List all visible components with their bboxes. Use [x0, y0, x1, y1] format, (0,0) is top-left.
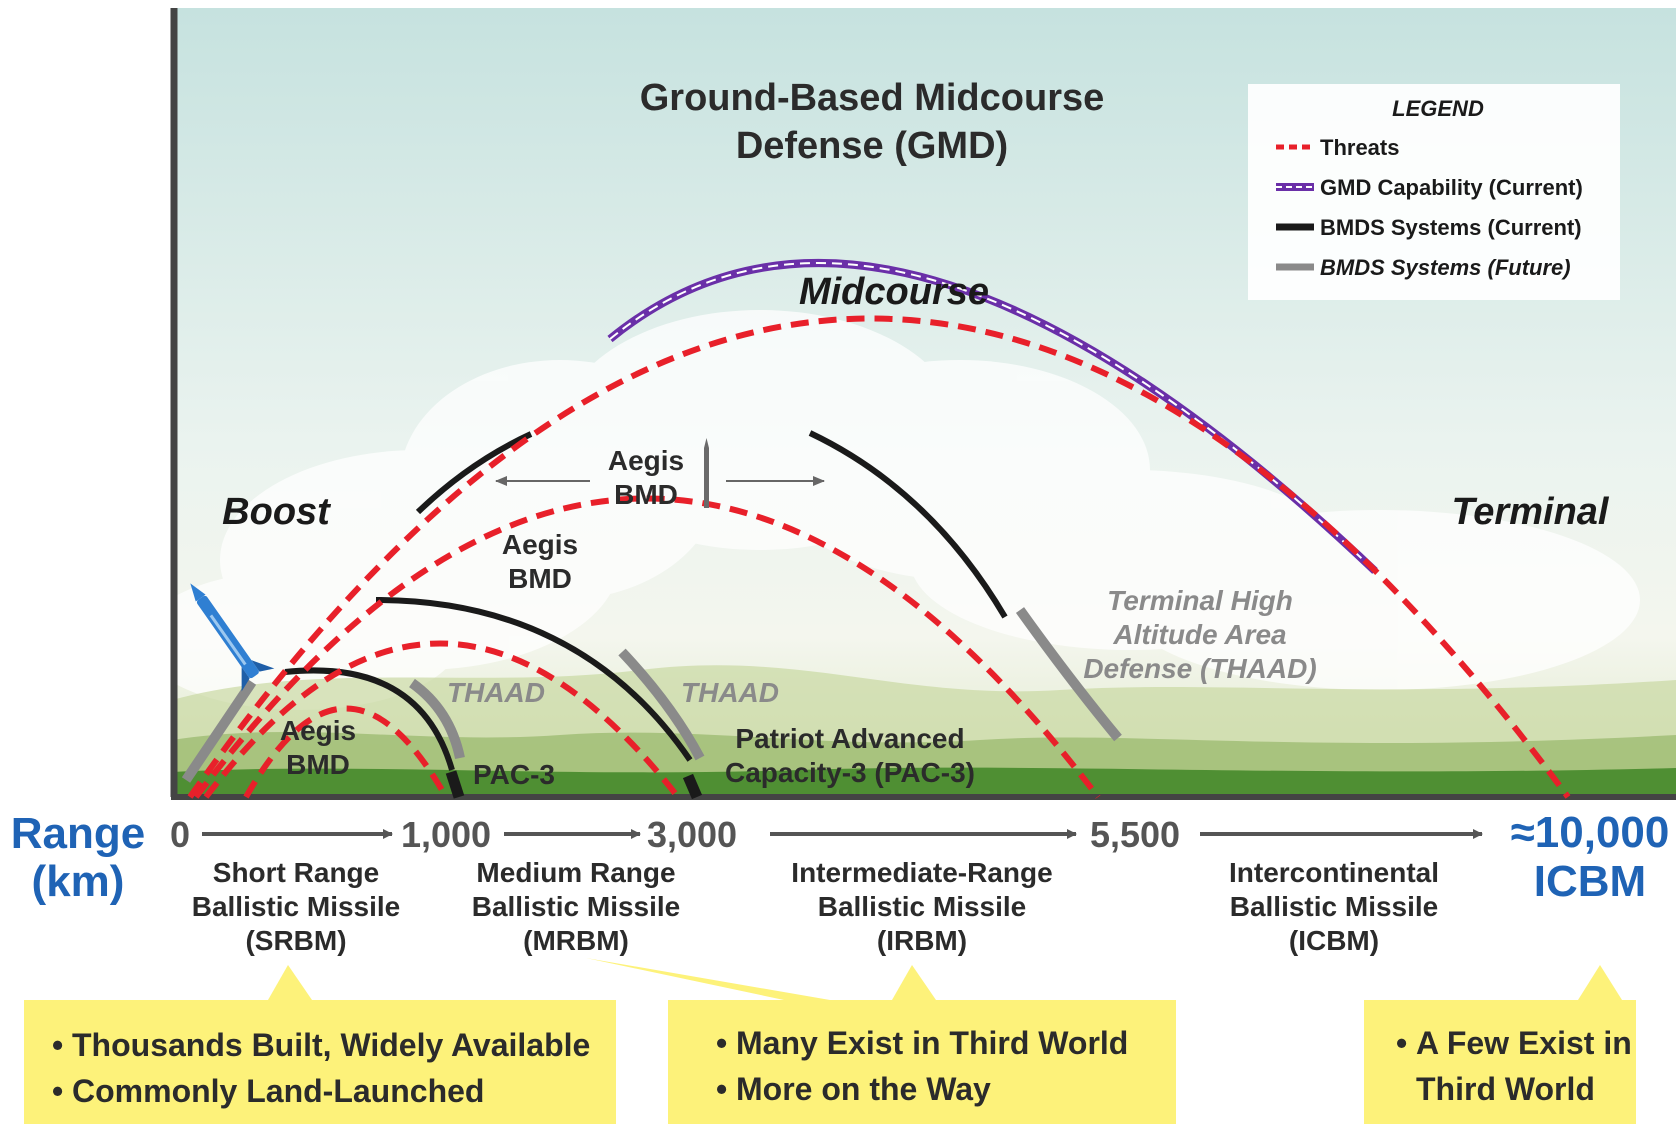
black-aegis-mrbm — [375, 597, 693, 762]
threat-irbm — [193, 495, 1101, 799]
rocket-icon — [190, 583, 275, 692]
black-pac3-mrbm — [682, 773, 703, 800]
gray-thaad-srbm — [409, 678, 465, 760]
icbm-line2: Ballistic Missile — [1230, 891, 1439, 922]
callout-mrbm-bullet-2: •More on the Way — [716, 1071, 991, 1107]
tick-10000: ≈10,000 — [1511, 808, 1670, 857]
legend: LEGEND Threats GMD Capability (Current) … — [1248, 84, 1620, 300]
thaad-full-1: Terminal High — [1107, 585, 1293, 616]
black-aegis-irbm-left — [415, 431, 533, 515]
mrbm-line1: Medium Range — [476, 857, 675, 888]
callout-srbm-bullet-1: •Thousands Built, Widely Available — [52, 1027, 591, 1063]
mrbm-line3: (MRBM) — [523, 925, 629, 956]
tick-1000: 1,000 — [401, 814, 491, 855]
tick-5500: 5,500 — [1090, 814, 1180, 855]
gmd-title-line2: Defense (GMD) — [736, 125, 1008, 167]
phase-boost: Boost — [222, 491, 331, 533]
aegis-upper-line1: Aegis — [608, 445, 684, 476]
thaad-label-1: THAAD — [447, 677, 545, 708]
threat-mrbm — [203, 640, 681, 799]
legend-threats-label: Threats — [1320, 135, 1399, 160]
legend-bmds-current-label: BMDS Systems (Current) — [1320, 215, 1582, 240]
irbm-line1: Intermediate-Range — [791, 857, 1052, 888]
phase-terminal: Terminal — [1452, 491, 1610, 533]
black-pac3-srbm — [445, 770, 465, 799]
srbm-line2: Ballistic Missile — [192, 891, 401, 922]
callout-icbm-bullet-1: •A Few Exist in — [1396, 1025, 1632, 1061]
gray-boost-segment — [181, 679, 257, 783]
threat-srbm — [243, 705, 449, 799]
thaad-label-2: THAAD — [681, 677, 779, 708]
irbm-line3: (IRBM) — [877, 925, 967, 956]
aegis-mid-line2: BMD — [508, 563, 572, 594]
irbm-line2: Ballistic Missile — [818, 891, 1027, 922]
patriot-label-1: Patriot Advanced — [735, 723, 964, 754]
aegis-mid-line1: Aegis — [502, 529, 578, 560]
icbm-line1: Intercontinental — [1229, 857, 1439, 888]
gmd-title-line1: Ground-Based Midcourse — [640, 77, 1105, 119]
pac3-label: PAC-3 — [473, 759, 555, 790]
ground-hills — [172, 665, 1676, 794]
range-axis-title-1: Range — [11, 809, 145, 858]
callout-mrbm-bullet-1: •Many Exist in Third World — [716, 1025, 1129, 1061]
mrbm-line2: Ballistic Missile — [472, 891, 681, 922]
tick-0: 0 — [170, 814, 190, 855]
black-aegis-srbm — [284, 667, 455, 771]
black-aegis-irbm-right — [808, 430, 1008, 619]
bmds-current-segments — [284, 430, 1008, 800]
interceptor-missile-icon — [704, 438, 709, 508]
bmds-future-segments — [181, 607, 1122, 783]
srbm-line1: Short Range — [213, 857, 379, 888]
legend-title: LEGEND — [1392, 96, 1484, 121]
tick-3000: 3,000 — [647, 814, 737, 855]
gray-thaad-irbm — [1015, 607, 1122, 742]
phase-midcourse: Midcourse — [799, 271, 989, 313]
callout-icbm-bullet-2: Third World — [1416, 1071, 1595, 1107]
threat-trajectories — [187, 315, 1571, 799]
callout-icbm: •A Few Exist in Third World — [1364, 1000, 1636, 1124]
srbm-line3: (SRBM) — [245, 925, 346, 956]
icbm-line3: (ICBM) — [1289, 925, 1379, 956]
threat-icbm — [187, 315, 1571, 799]
callout-srbm-bullet-2: •Commonly Land-Launched — [52, 1073, 485, 1109]
thaad-full-2: Altitude Area — [1112, 619, 1286, 650]
legend-bmds-future-label: BMDS Systems (Future) — [1320, 255, 1571, 280]
callout-pointers — [268, 958, 1622, 1000]
legend-gmd-label: GMD Capability (Current) — [1320, 175, 1583, 200]
aegis-low-line2: BMD — [286, 749, 350, 780]
callout-srbm: •Thousands Built, Widely Available •Comm… — [24, 1000, 616, 1124]
thaad-full-3: Defense (THAAD) — [1083, 653, 1316, 684]
aegis-low-line1: Aegis — [280, 715, 356, 746]
range-axis-title-2: (km) — [32, 857, 125, 906]
patriot-label-2: Capacity-3 (PAC-3) — [725, 757, 975, 788]
callout-mrbm-irbm: •Many Exist in Third World •More on the … — [668, 1000, 1176, 1124]
tick-icbm: ICBM — [1534, 857, 1646, 906]
aegis-upper-line2: BMD — [614, 479, 678, 510]
gray-thaad-mrbm — [618, 648, 705, 761]
